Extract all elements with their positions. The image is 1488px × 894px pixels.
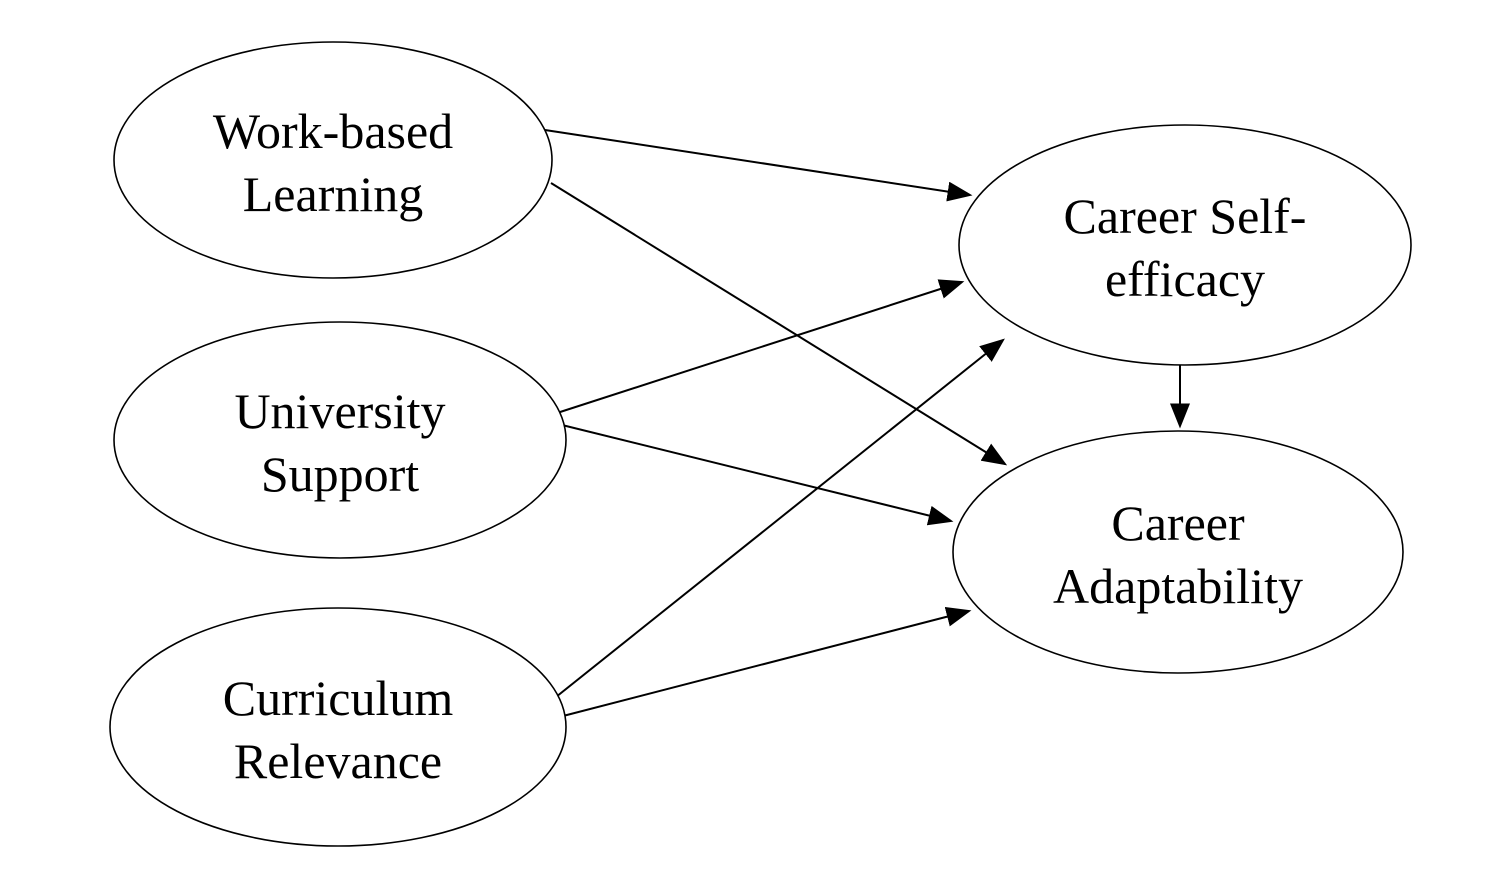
node-ellipse-university-support (113, 321, 567, 559)
node-ellipse-career-adaptability (952, 430, 1404, 674)
edge-arrow-work-based-learning--career-adaptability (550, 182, 1008, 466)
node-label-line: Career Self- (1064, 188, 1307, 244)
node-label-line: Career (1111, 495, 1245, 551)
node-label-line: Curriculum (223, 670, 454, 726)
node-ellipse-curriculum-relevance (109, 607, 567, 847)
edge-arrow-curriculum-relevance--career-self-efficacy (555, 338, 1005, 698)
edge-arrow-university-support--career-adaptability (561, 424, 954, 526)
node-ellipse-career-self-efficacy (958, 124, 1412, 366)
node-label-line: Support (261, 446, 419, 502)
edges-layer (544, 129, 1190, 717)
edge-arrow-university-support--career-self-efficacy (556, 279, 965, 414)
node-label-line: Work-based (213, 103, 453, 159)
edge-arrow-curriculum-relevance--career-adaptability (562, 606, 972, 717)
node-label-line: Learning (243, 166, 423, 222)
node-label-line: University (234, 383, 445, 439)
node-label-line: Adaptability (1053, 558, 1303, 614)
node-label-career-self-efficacy: Career Self-efficacy (1064, 188, 1307, 307)
node-career-self-efficacy: Career Self-efficacy (958, 124, 1412, 366)
node-label-line: efficacy (1105, 251, 1265, 307)
edge-arrow-work-based-learning--career-self-efficacy (544, 129, 973, 202)
node-ellipse-work-based-learning (113, 41, 553, 279)
node-label-line: Relevance (234, 733, 442, 789)
